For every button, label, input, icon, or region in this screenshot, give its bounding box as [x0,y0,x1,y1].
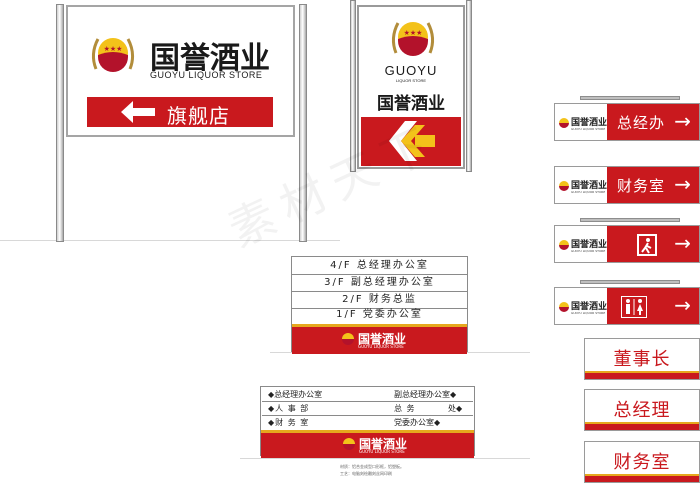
hall-row-right: 处◆ [448,404,463,413]
nameplate-title: 董事长 [613,349,671,370]
main-sign-post-left [56,4,64,242]
hall-directory-footer: 国誉酒业 GUOYU LIQUOR STORE [261,430,474,458]
mini-brand-name: 国誉酒业 [571,302,608,312]
main-direction-text: 旗舰店 [167,104,230,128]
hall-row-left: ◆总经理办公室 [268,390,323,399]
nameplate-stripe [585,422,699,430]
brand-name-en: GUOYU LIQUOR STORE [150,70,263,80]
mini-brand-name: 国誉酒业 [571,181,608,191]
nameplate-title: 总经理 [613,400,671,421]
hall-directory-row: ◆总经理办公室 副总经理办公室◆ [262,388,473,402]
side-sign-label: 总经办 [617,114,666,132]
main-sign-post-right [299,4,307,242]
floor-directory-row: 2/F 财务总监 [292,292,467,309]
side-sign-2: 国誉酒业 GUOYU LIQUOR STORE 财务室 → [554,166,700,204]
nameplate-2: 总经理 [584,389,700,431]
side-sign-4: 国誉酒业 GUOYU LIQUOR STORE → [554,287,700,325]
side-sign-red-panel [607,288,699,324]
standing-logo-word: GUOYU [384,63,438,78]
nameplate-1: 董事长 [584,338,700,380]
right-arrow-icon: → [674,172,691,196]
right-arrow-icon: → [674,293,691,317]
standing-sign-board: ★★★ GUOYU LIQUOR STORE 国誉酒业 [357,5,465,169]
floor-directory-footer: 国誉酒业 GUOYU LIQUOR STORE [292,324,467,354]
mini-brand-en: GUOYU LIQUOR STORE [571,190,606,194]
left-arrow-icon [389,121,435,161]
restroom-icon [621,296,647,318]
hall-row-right: 党委办公室◆ [394,418,441,427]
footer-logo-icon [343,438,355,450]
nameplate-stripe [585,371,699,379]
mini-brand-en: GUOYU LIQUOR STORE [571,127,606,131]
right-arrow-icon: → [674,109,691,133]
emergency-exit-icon [637,234,657,256]
material-note: 材质：铝合金成型口形框，铝塑板。 [340,464,404,469]
footer-brand-name: 国誉酒业 [359,437,408,451]
side-sign-red-panel [607,104,699,140]
main-sign-board: ★★★ 国誉酒业 GUOYU LIQUOR STORE 旗舰店 [66,5,295,137]
brand-name-zh: 国誉酒业 [150,41,270,76]
standing-sign-post-right [466,0,472,172]
side-sign-1: 国誉酒业 GUOYU LIQUOR STORE 总经办 → [554,103,700,141]
standing-sign-post-left [350,0,356,172]
nameplate-title: 财务室 [613,452,671,473]
mini-brand-name: 国誉酒业 [571,118,608,128]
hall-row-left: ◆人 事 部 [268,404,310,413]
mini-logo-icon [559,302,569,312]
hall-directory-row: ◆人 事 部 总 务 处◆ [262,402,473,416]
mini-brand-en: GUOYU LIQUOR STORE [571,311,606,315]
side-sign-3: 国誉酒业 GUOYU LIQUOR STORE → [554,225,700,263]
standing-logo-subword: LIQUOR STORE [395,78,427,83]
floor-directory-row: 4/F 总经理办公室 [292,258,467,275]
left-arrow-icon [121,101,155,123]
process-note: 工艺：电脑刻绘雕刻丝网印刷 [340,471,392,476]
mini-brand-en: GUOYU LIQUOR STORE [571,249,606,253]
hall-row-right: 副总经理办公室◆ [394,390,457,399]
footer-brand-en: GUOYU LIQUOR STORE [359,449,405,454]
floor-directory-row: 1/F 党委办公室 [336,309,423,320]
hall-row-left: ◆财 务 室 [268,418,310,427]
side-sign-label: 财务室 [617,177,666,195]
side-sign-hanger-3 [580,218,680,222]
side-sign-hanger-4 [580,280,680,284]
footer-logo-icon [342,333,354,345]
side-sign-red-panel [607,167,699,203]
standing-red-panel [361,117,461,166]
mini-logo-icon [559,118,569,128]
main-direction-bar: 旗舰店 [87,97,273,128]
hall-row-middle: 总 务 [394,404,416,413]
side-sign-red-panel [607,226,699,262]
standing-brand-logo: ★★★ [388,13,438,63]
svg-text:★★★: ★★★ [404,29,423,37]
right-arrow-icon: → [674,231,691,255]
svg-text:★★★: ★★★ [104,45,123,53]
ground-line-bottom [240,458,530,459]
nameplate-stripe [585,474,699,482]
standing-brand-name-zh: 国誉酒业 [377,94,445,114]
ground-line-left [0,240,340,241]
brand-logo: ★★★ [88,29,138,79]
mini-brand-name: 国誉酒业 [571,240,608,250]
side-sign-hanger-1 [580,96,680,100]
hall-directory-row: ◆财 务 室 党委办公室◆ [262,416,473,429]
nameplate-3: 财务室 [584,441,700,483]
footer-brand-name: 国誉酒业 [358,332,407,346]
mini-logo-icon [559,240,569,250]
footer-brand-en: GUOYU LIQUOR STORE [358,344,404,349]
mini-logo-icon [559,181,569,191]
floor-directory-row: 3/F 副总经理办公室 [292,275,467,292]
